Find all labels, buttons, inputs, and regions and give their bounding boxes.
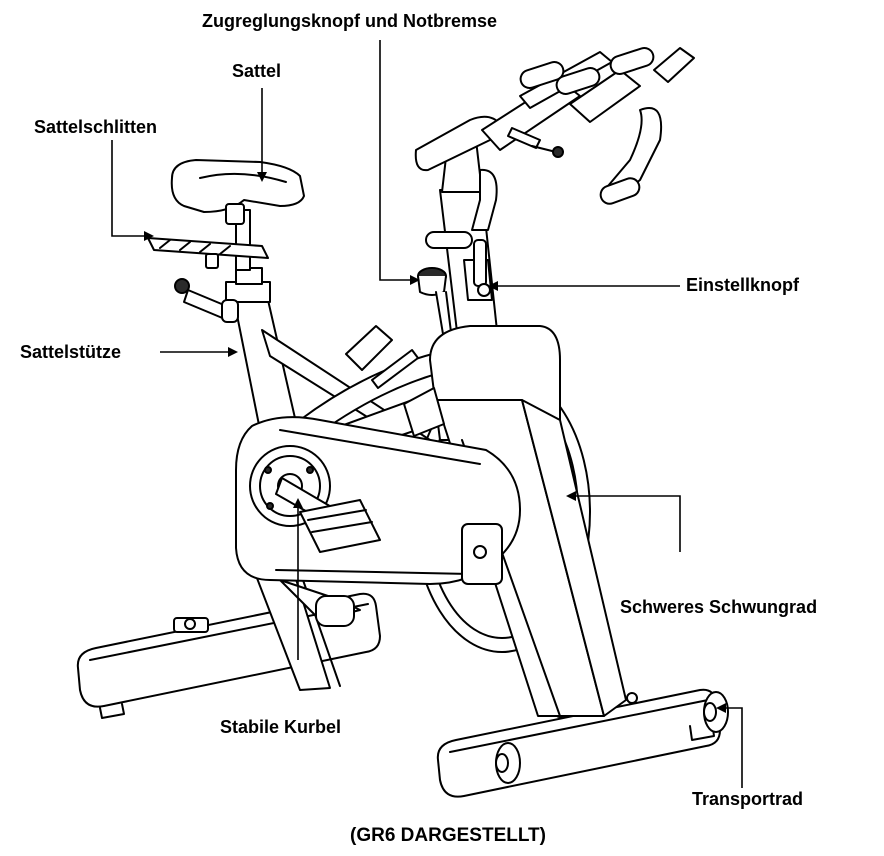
label-saddle: Sattel (232, 62, 281, 80)
label-seat-slider: Sattelschlitten (34, 118, 157, 136)
label-adjustment-knob: Einstellknopf (686, 276, 799, 294)
saddle (172, 160, 304, 224)
tension-knob (418, 268, 452, 340)
label-crank: Stabile Kurbel (220, 718, 341, 736)
label-transport-wheel: Transportrad (692, 790, 803, 808)
label-seat-post: Sattelstütze (20, 343, 121, 361)
figure-caption: (GR6 DARGESTELLT) (350, 826, 546, 845)
label-flywheel: Schweres Schwungrad (620, 598, 817, 616)
label-tension-knob: Zugreglungsknopf und Notbremse (202, 12, 497, 30)
